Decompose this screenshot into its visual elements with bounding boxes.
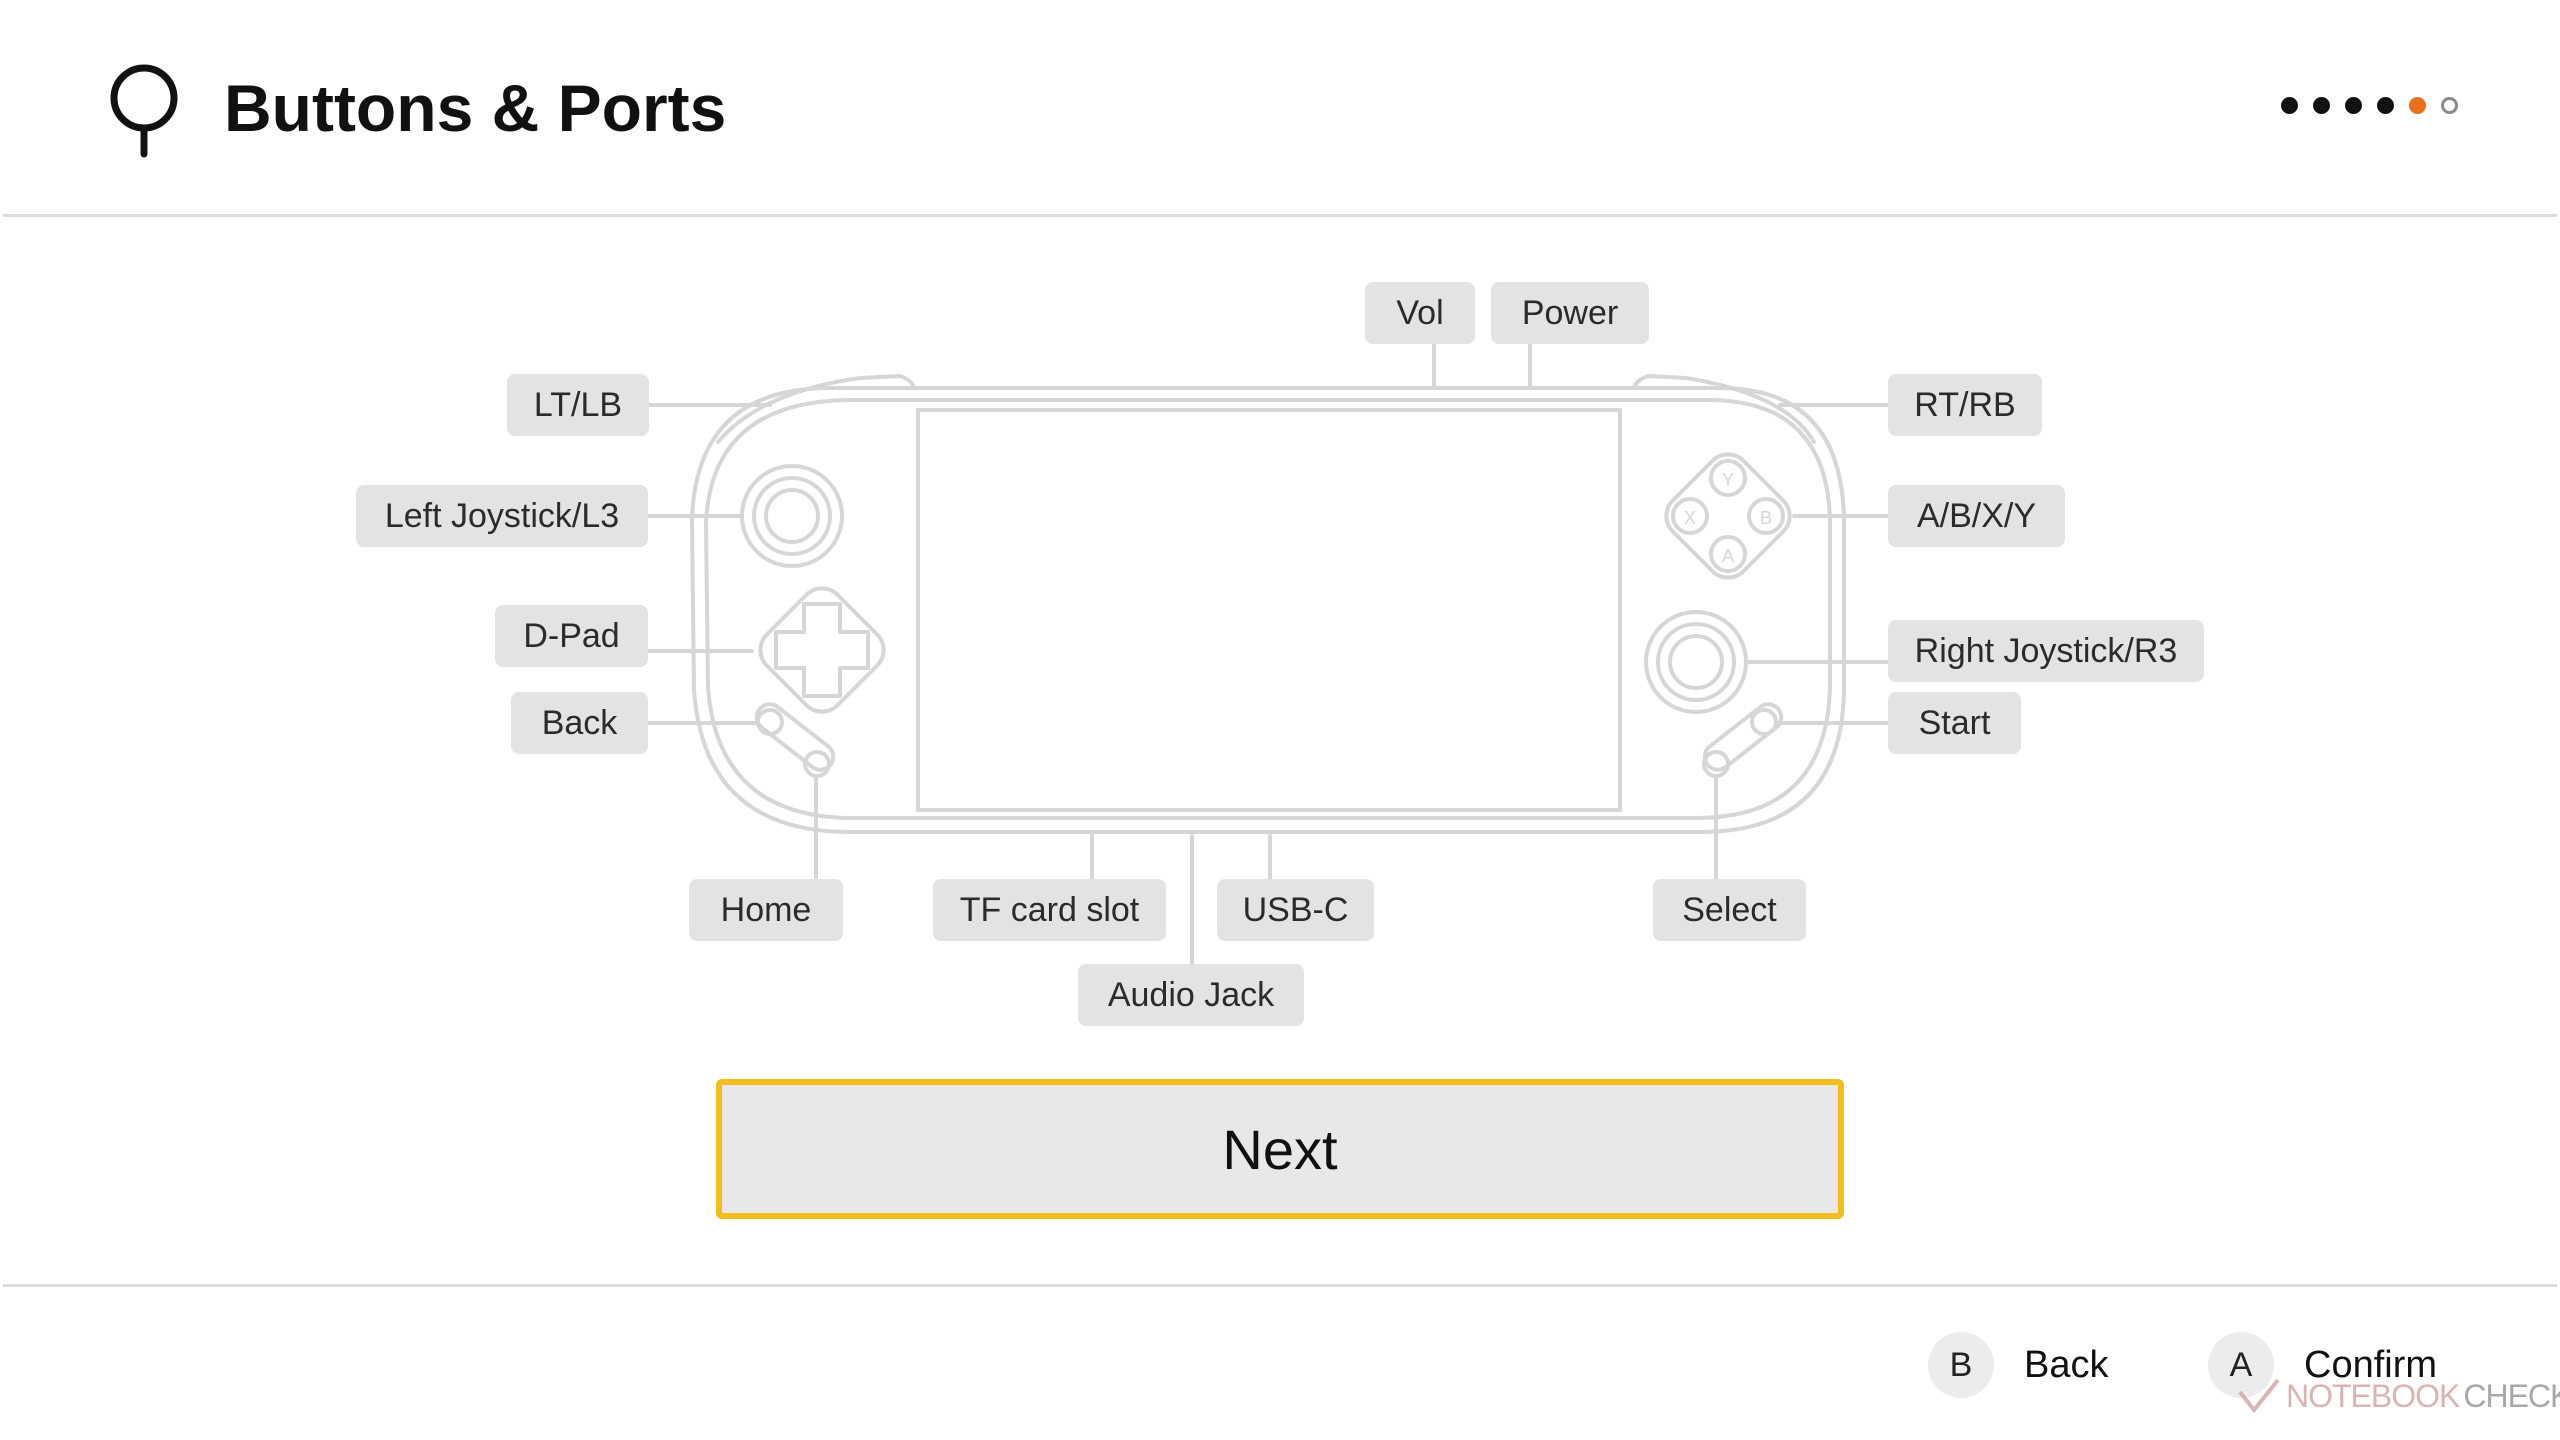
footer-divider (3, 1284, 2557, 1287)
footer-hint-confirm-label: Confirm (2304, 1343, 2438, 1386)
footer-hint-back[interactable]: B Back (1928, 1330, 2108, 1400)
page-title: Buttons & Ports (224, 71, 727, 145)
a-button-icon: A (2208, 1332, 2274, 1398)
label-left-joystick: Left Joystick/L3 (356, 485, 648, 547)
face-button-x-icon: X (1684, 508, 1696, 528)
device-diagram: Y X B A Vol Power LT/LB RT/RB Left Joyst… (356, 282, 2204, 1026)
header: Buttons & Ports (0, 0, 2560, 215)
label-usb-c: USB-C (1217, 879, 1374, 941)
progress-dot (2313, 97, 2330, 114)
label-rt-rb: RT/RB (1888, 374, 2042, 436)
label-back: Back (511, 692, 648, 754)
location-pin-icon (110, 64, 178, 158)
progress-dot-current (2409, 97, 2426, 114)
label-lt-lb: LT/LB (507, 374, 649, 436)
footer-hint-back-label: Back (2024, 1343, 2109, 1386)
next-button[interactable]: Next (716, 1079, 1844, 1219)
progress-dot (2345, 97, 2362, 114)
label-power: Power (1491, 282, 1649, 344)
label-tf-card-slot: TF card slot (933, 879, 1166, 941)
label-select: Select (1653, 879, 1806, 941)
face-button-y-icon: Y (1722, 470, 1734, 490)
header-divider (3, 214, 2557, 217)
face-button-a-icon: A (1722, 546, 1734, 566)
face-button-letters: Y X B A (1684, 470, 1772, 566)
checkmark-icon (2238, 1378, 2280, 1414)
watermark-text-a: NOTEBOOK (2286, 1377, 2460, 1414)
label-right-joystick: Right Joystick/R3 (1888, 620, 2204, 682)
b-button-icon: B (1928, 1332, 1994, 1398)
face-button-b-icon: B (1760, 508, 1772, 528)
label-vol: Vol (1365, 282, 1475, 344)
progress-dot (2377, 97, 2394, 114)
label-start: Start (1888, 692, 2021, 754)
progress-dot-upcoming (2441, 97, 2458, 114)
footer-hint-confirm[interactable]: A Confirm (2208, 1330, 2437, 1400)
label-home: Home (689, 879, 843, 941)
handheld-console-illustration (646, 338, 1890, 966)
label-audio-jack: Audio Jack (1078, 964, 1304, 1026)
watermark-text-b: CHECK (2463, 1377, 2560, 1414)
label-dpad: D-Pad (495, 605, 648, 667)
step-progress-indicator (2281, 97, 2458, 114)
label-abxy: A/B/X/Y (1888, 485, 2065, 547)
progress-dot (2281, 97, 2298, 114)
